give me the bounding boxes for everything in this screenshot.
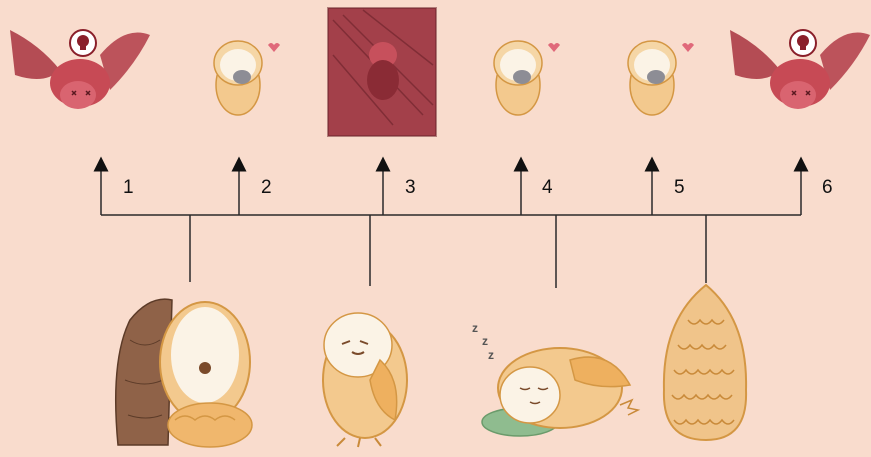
outcome-label-4: 4 (542, 177, 553, 199)
owl-hiding-in-tree-icon (116, 299, 252, 447)
svg-text:z: z (488, 348, 494, 362)
outcome-label-6: 6 (822, 177, 833, 199)
happy-owl-eating-icon (628, 41, 694, 115)
happy-owl-eating-icon (494, 41, 560, 115)
owl-sleeping-icon: z z z (472, 321, 638, 436)
owl-standing-icon (323, 313, 407, 447)
connector-lines (101, 164, 801, 288)
dead-owl-icon (730, 30, 870, 109)
owl-wing-cover-icon (664, 285, 746, 440)
happy-owl-eating-icon (214, 41, 280, 115)
dead-owl-icon (10, 30, 150, 109)
outcome-label-2: 2 (261, 177, 272, 199)
dark-red-owl-icon (328, 8, 436, 136)
svg-text:z: z (482, 334, 488, 348)
outcome-label-1: 1 (123, 177, 134, 199)
outcome-label-5: 5 (674, 177, 685, 199)
outcome-label-3: 3 (405, 177, 416, 199)
svg-text:z: z (472, 321, 478, 335)
